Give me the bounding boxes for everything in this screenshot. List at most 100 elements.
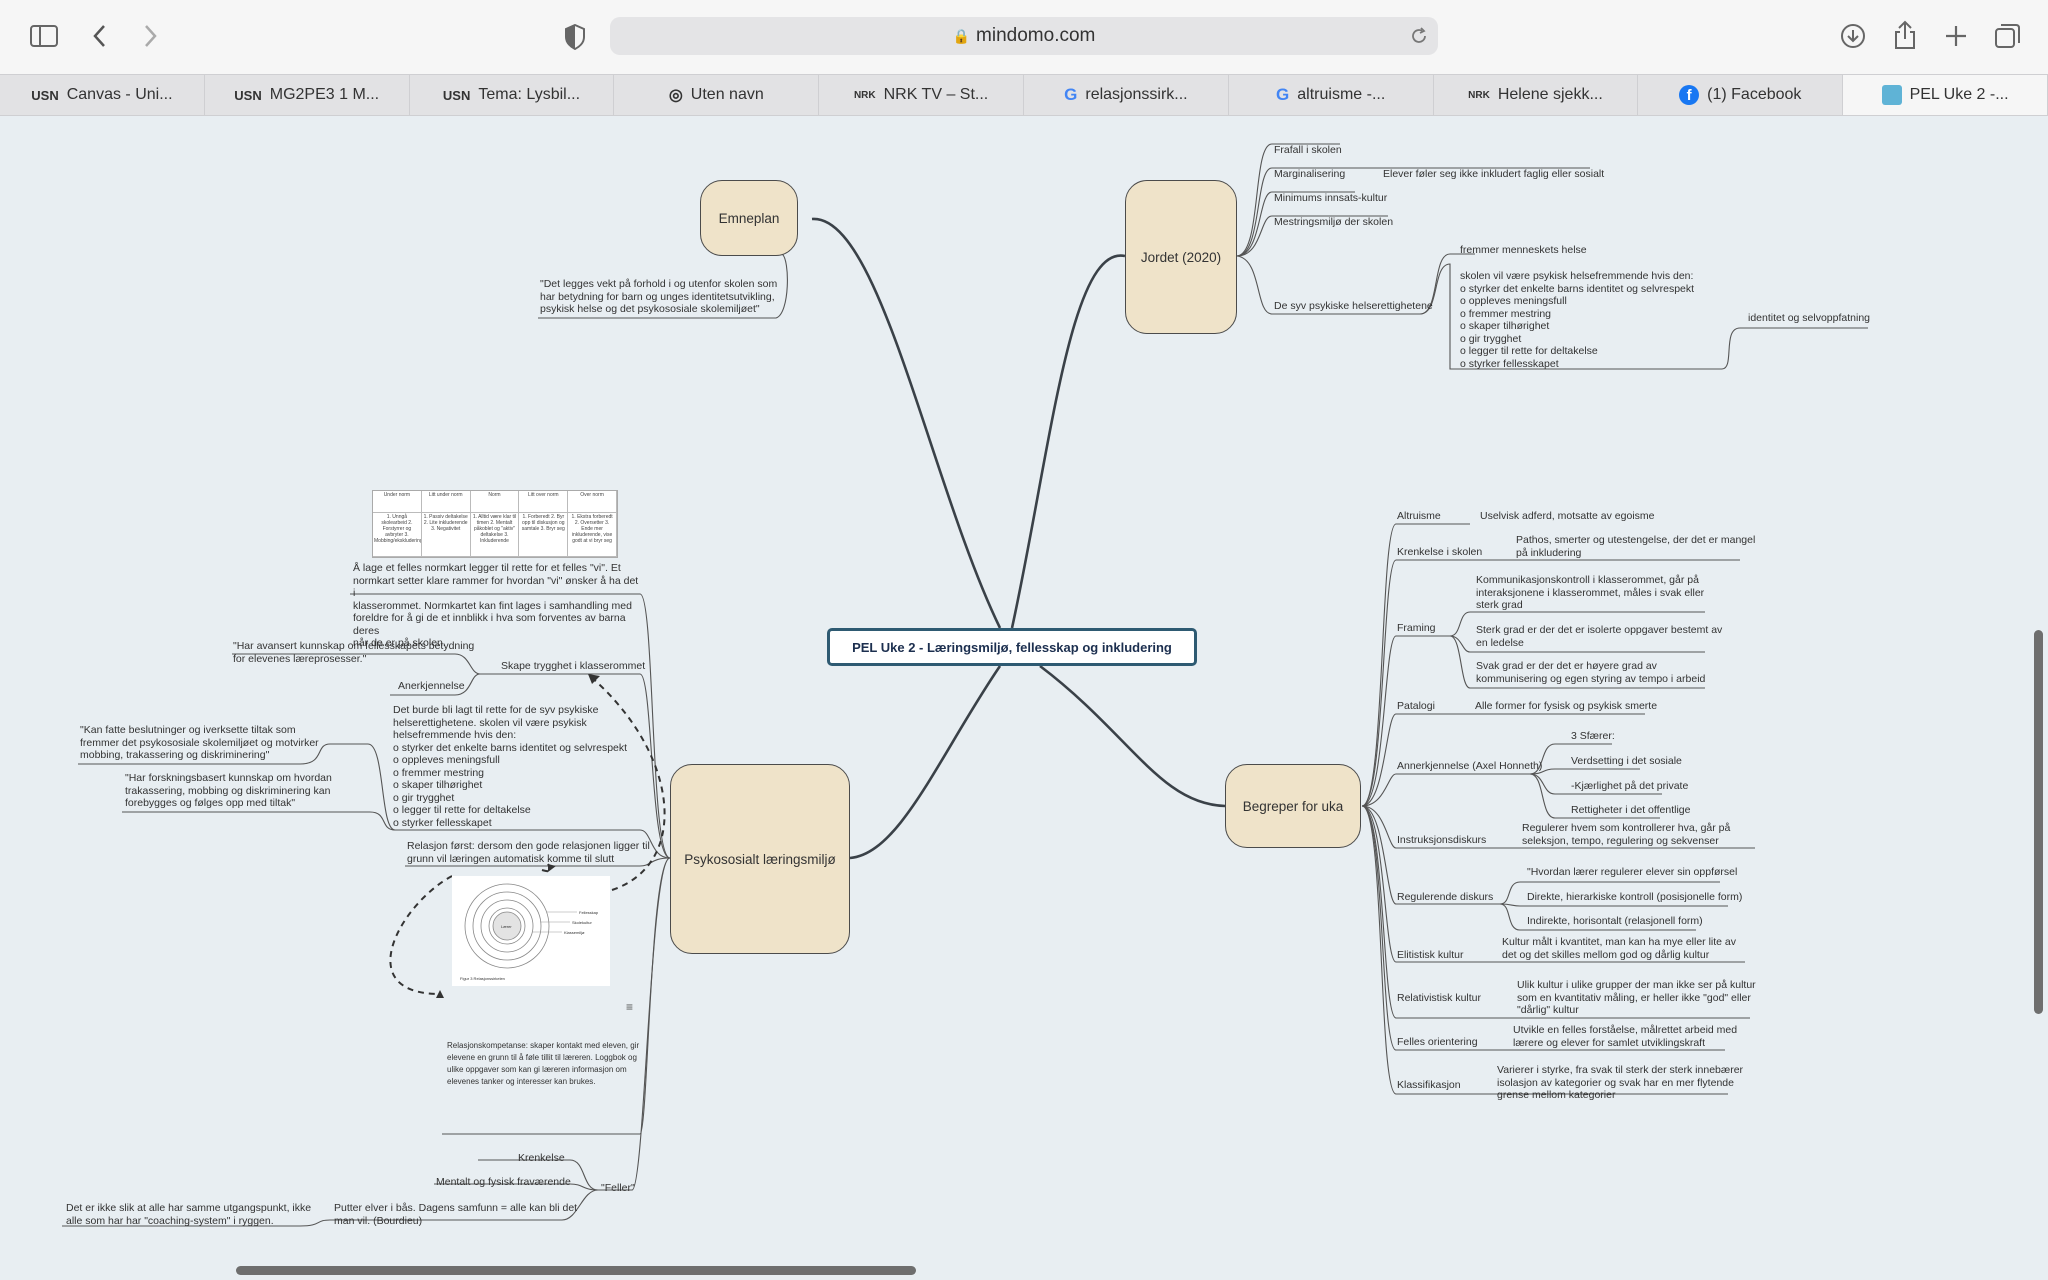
lock-icon: 🔒 xyxy=(952,28,971,44)
circle-label-klassemiljo: Klassemiljø xyxy=(564,930,585,935)
mindmap-canvas[interactable]: PEL Uke 2 - Læringsmiljø, fellesskap og … xyxy=(0,114,2048,1280)
tab-overview-icon[interactable] xyxy=(1994,22,2022,50)
begrep-altruisme-desc[interactable]: Uselvisk adferd, motsatte av egoisme xyxy=(1480,510,1655,522)
begrep-patologi[interactable]: Patalogi xyxy=(1397,700,1435,712)
honneth-item-1[interactable]: 3 Sfærer: xyxy=(1571,730,1615,742)
node-emneplan[interactable]: Emneplan xyxy=(700,180,798,256)
begrep-krenkelse-desc[interactable]: Pathos, smerter og utestengelse, der det… xyxy=(1516,534,1756,559)
circle-caption: Figur 3 Relasjonssirkelen xyxy=(460,976,505,981)
quote-forskning[interactable]: "Har forskningsbasert kunnskap om hvorda… xyxy=(125,772,332,809)
begrep-instruksjon-desc[interactable]: Regulerer hvem som kontrollerer hva, går… xyxy=(1522,822,1731,847)
quote-fellesskap[interactable]: "Har avansert kunnskap om fellesskapets … xyxy=(233,640,475,665)
node-begreper[interactable]: Begreper for uka xyxy=(1225,764,1361,848)
share-icon[interactable] xyxy=(1893,20,1917,50)
tab-pel-uke-2[interactable]: PEL Uke 2 -... xyxy=(1843,75,2048,115)
norm-cell-3: 1. Alltid være klar til timen 2. Mentalt… xyxy=(470,513,520,557)
jordet-rights-top[interactable]: fremmer menneskets helse xyxy=(1460,244,1587,256)
begrep-elitistisk-desc[interactable]: Kultur målt i kvantitet, man kan ha mye … xyxy=(1502,936,1737,961)
facebook-icon: f xyxy=(1679,85,1700,105)
circle-label-skolekultur: Skolekultur xyxy=(572,920,592,925)
honneth-item-3[interactable]: -Kjærlighet på det private xyxy=(1571,780,1689,792)
node-jordet[interactable]: Jordet (2020) xyxy=(1125,180,1237,334)
begrep-klassifikasjon-desc[interactable]: Varierer i styrke, fra svak til sterk de… xyxy=(1497,1064,1744,1101)
reload-icon[interactable] xyxy=(1410,27,1428,45)
begrep-patologi-desc[interactable]: Alle former for fysisk og psykisk smerte xyxy=(1475,700,1658,712)
nrk-icon: NRK xyxy=(853,89,876,101)
jordet-marginal-note[interactable]: Elever føler seg ikke inkludert faglig e… xyxy=(1383,168,1605,180)
node-psykososialt[interactable]: Psykososialt læringsmiljø xyxy=(670,764,850,954)
honneth-item-4[interactable]: Rettigheter i det offentlige xyxy=(1571,804,1691,816)
relasjonssirkel-figure: Lærer Fellesskap Skolekultur Klassemiljø… xyxy=(460,883,599,981)
begrep-krenkelse[interactable]: Krenkelse i skolen xyxy=(1397,546,1483,558)
begrep-klassifikasjon[interactable]: Klassifikasjon xyxy=(1397,1079,1461,1091)
norm-cell-5: 1. Ekstra forberedt 2. Oversetter 3. End… xyxy=(568,513,617,557)
norm-header-2: Litt under norm xyxy=(421,491,471,513)
tab-uten-navn[interactable]: ◎Uten navn xyxy=(614,75,820,115)
feller-krenkelse[interactable]: Krenkelse xyxy=(518,1152,565,1164)
horizontal-scrollbar[interactable] xyxy=(236,1266,916,1275)
regulerende-item-2[interactable]: Direkte, hierarkiske kontroll (posisjone… xyxy=(1527,891,1743,903)
usn-icon: USN xyxy=(442,87,471,103)
quote-tiltak[interactable]: "Kan fatte beslutninger og iverksette ti… xyxy=(80,724,319,761)
begrep-relativistisk-desc[interactable]: Ulik kultur i ulike grupper der man ikke… xyxy=(1517,979,1756,1016)
begrep-instruksjon[interactable]: Instruksjonsdiskurs xyxy=(1397,834,1487,846)
begrep-felles[interactable]: Felles orientering xyxy=(1397,1036,1478,1048)
coaching[interactable]: Det er ikke slik at alle har samme utgan… xyxy=(66,1202,312,1227)
jordet-item-minimums[interactable]: Minimums innsats-kultur xyxy=(1274,192,1388,204)
vertical-scrollbar[interactable] xyxy=(2034,630,2043,1014)
framing-item-1[interactable]: Kommunikasjonskontroll i klasserommet, g… xyxy=(1476,574,1705,611)
bourdieu[interactable]: Putter elver i bås. Dagens samfunn = all… xyxy=(334,1202,578,1227)
new-tab-icon[interactable] xyxy=(1944,24,1968,48)
begrep-elitistisk[interactable]: Elitistisk kultur xyxy=(1397,949,1464,961)
syv-rettigheter[interactable]: Det burde bli lagt til rette for de syv … xyxy=(393,704,628,829)
begrep-relativistisk[interactable]: Relativistisk kultur xyxy=(1397,992,1482,1004)
begrep-felles-desc[interactable]: Utvikle en felles forståelse, målrettet … xyxy=(1513,1024,1738,1049)
forward-icon[interactable] xyxy=(142,24,158,48)
jordet-item-mestring[interactable]: Mestringsmiljø der skolen xyxy=(1274,216,1394,228)
relasjonssirkel-image[interactable]: Lærer Fellesskap Skolekultur Klassemiljø… xyxy=(452,876,610,986)
jordet-item-frafall[interactable]: Frafall i skolen xyxy=(1274,144,1342,156)
begrep-altruisme[interactable]: Altruisme xyxy=(1397,510,1441,522)
feller-fravaerende[interactable]: Mentalt og fysisk fraværende xyxy=(436,1176,571,1188)
norm-cell-4: 1. Forberedt 2. Byr opp til diskusjon og… xyxy=(519,513,569,557)
jordet-item-marginalisering[interactable]: Marginalisering xyxy=(1274,168,1346,180)
norm-cell-2: 1. Passiv deltakelse 2. Lite inkluderend… xyxy=(421,513,471,557)
central-topic[interactable]: PEL Uke 2 - Læringsmiljø, fellesskap og … xyxy=(827,628,1197,666)
relasjon-forst[interactable]: Relasjon først: dersom den gode relasjon… xyxy=(407,840,650,865)
norm-cell-1: 1. Unngå skolearbeid 2. Forstyrrer og av… xyxy=(373,513,422,557)
begrep-framing[interactable]: Framing xyxy=(1397,622,1436,634)
circle-label-fellesskap: Fellesskap xyxy=(579,910,599,915)
relasjonskompetanse[interactable]: Relasjonskompetanse: skaper kontakt med … xyxy=(447,1041,640,1086)
regulerende-item-1[interactable]: "Hvordan lærer regulerer elever sin oppf… xyxy=(1527,866,1738,878)
feller-label[interactable]: "Feller" xyxy=(601,1182,635,1194)
honneth-item-2[interactable]: Verdsetting i det sosiale xyxy=(1571,755,1682,767)
privacy-shield-icon[interactable] xyxy=(564,24,586,50)
sidebar-toggle-icon[interactable] xyxy=(30,25,58,47)
jordet-identity[interactable]: identitet og selvoppfatning xyxy=(1748,312,1871,324)
framing-item-2[interactable]: Sterk grad er der det er isolerte oppgav… xyxy=(1476,624,1723,649)
tab-facebook[interactable]: f(1) Facebook xyxy=(1638,75,1844,115)
begrep-honneth[interactable]: Annerkjennelse (Axel Honneth) xyxy=(1397,760,1543,772)
downloads-icon[interactable] xyxy=(1840,23,1866,49)
address-bar[interactable]: 🔒mindomo.com xyxy=(610,17,1438,55)
back-icon[interactable] xyxy=(92,24,108,48)
begrep-regulerende[interactable]: Regulerende diskurs xyxy=(1397,891,1494,903)
normkart-table[interactable]: Under norm Litt under norm Norm Litt ove… xyxy=(372,490,618,558)
jordet-rights-list[interactable]: skolen vil være psykisk helsefremmende h… xyxy=(1460,270,1695,370)
usn-icon: USN xyxy=(31,87,59,103)
normkart-text[interactable]: Å lage et felles normkart legger til ret… xyxy=(353,562,639,649)
notes-icon[interactable]: ≡ xyxy=(626,1000,634,1014)
regulerende-item-3[interactable]: Indirekte, horisontalt (relasjonell form… xyxy=(1527,915,1703,927)
anerkjennelse[interactable]: Anerkjennelse xyxy=(398,680,465,692)
skape-trygghet[interactable]: Skape trygghet i klasserommet xyxy=(501,660,646,672)
jordet-item-syv-rettigheter[interactable]: De syv psykiske helserettighetene xyxy=(1274,300,1433,312)
